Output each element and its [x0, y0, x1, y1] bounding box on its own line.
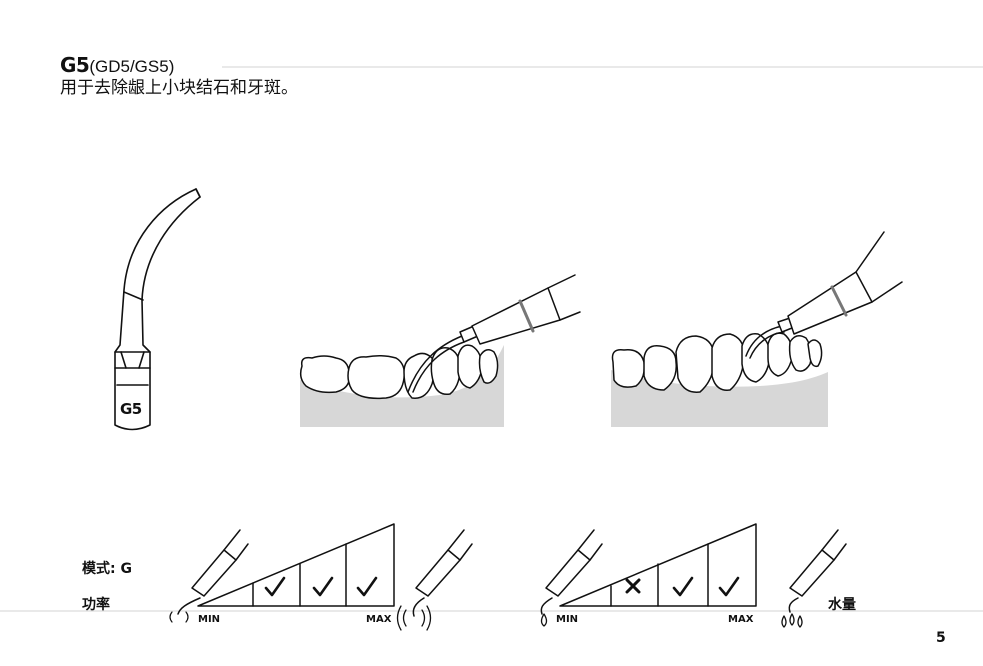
scaler-tip-drawing [114, 188, 201, 431]
power-min-label: MIN [198, 614, 221, 625]
water-level-2-check-icon [672, 576, 694, 597]
water-min-label: MIN [556, 614, 579, 625]
power-level-1-check-icon [264, 576, 286, 597]
power-label: 功率 [82, 597, 110, 613]
water-label: 水量 [828, 597, 856, 613]
teeth-scene-right [611, 231, 903, 427]
water-level-1-cross-icon [625, 578, 641, 594]
mode-label: 模式: G [82, 561, 132, 577]
footer-rule [0, 610, 983, 612]
tip-variants: (GD5/GS5) [89, 57, 175, 76]
water-max-label: MAX [728, 614, 754, 625]
water-scale-graphic [540, 523, 847, 628]
power-level-2-check-icon [312, 576, 334, 597]
tip-description: 用于去除龈上小块结石和牙斑。 [60, 78, 298, 98]
water-level-3-check-icon [718, 576, 740, 597]
tip-engraving-text: G5 [120, 400, 142, 418]
power-scale-graphic [169, 523, 473, 631]
tip-title: G5(GD5/GS5) [60, 55, 174, 77]
header-rule [222, 66, 983, 68]
teeth-scene-left [299, 274, 581, 427]
tip-code: G5 [60, 53, 90, 77]
page-number: 5 [936, 630, 946, 646]
tip-engraving: G5 [120, 400, 142, 419]
power-level-3-check-icon [356, 576, 378, 597]
power-max-label: MAX [366, 614, 392, 625]
